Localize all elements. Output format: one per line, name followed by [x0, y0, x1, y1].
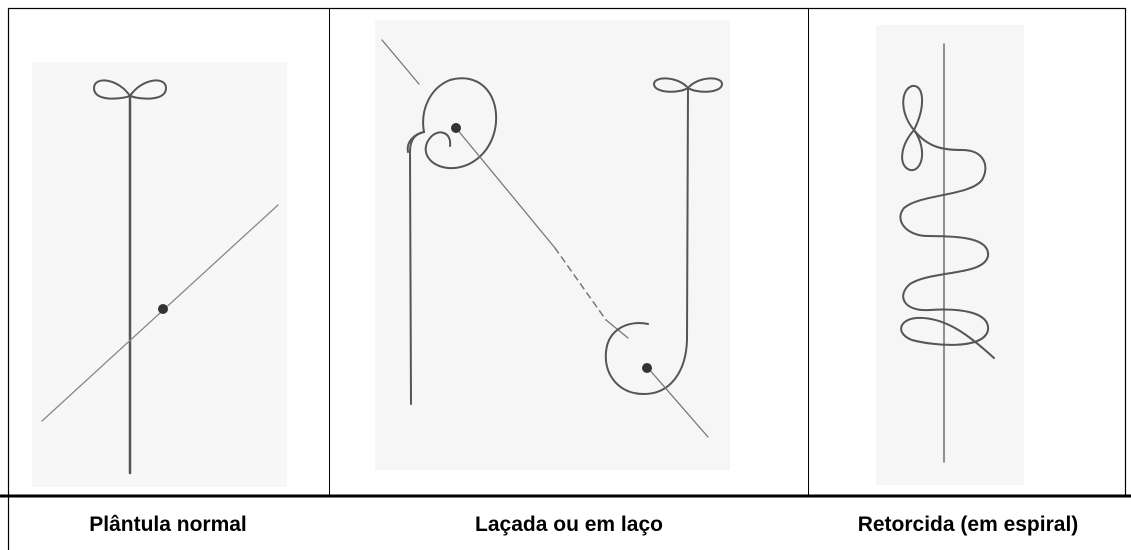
sketch-paper-1 [32, 62, 287, 487]
diagonal-axis-dashed [554, 247, 607, 321]
panel-spiral-seedling [876, 25, 1024, 485]
panel-normal-seedling [32, 62, 287, 487]
caption-looped-seedling: Laçada ou em laço [475, 513, 663, 536]
top-loop-dot [451, 123, 461, 133]
diagonal-axis-solid [455, 127, 556, 249]
looped-seedling-drawing [381, 39, 724, 438]
spiral-stem [899, 129, 995, 359]
table-grid [0, 7, 1131, 550]
axis-line-top [381, 39, 420, 85]
sketch-paper-3 [876, 25, 1024, 485]
caption-normal-seedling: Plântula normal [89, 513, 247, 536]
bottom-hook-dot [642, 363, 652, 373]
panel-looped-seedling [375, 20, 730, 470]
axis-line-bottom [647, 367, 709, 438]
spiral-seedling-drawing [899, 43, 995, 463]
right-hook-stem [604, 87, 689, 396]
small-top-curl [406, 131, 425, 153]
center-dot [158, 304, 168, 314]
caption-spiral-seedling: Retorcida (em espiral) [857, 513, 1079, 536]
